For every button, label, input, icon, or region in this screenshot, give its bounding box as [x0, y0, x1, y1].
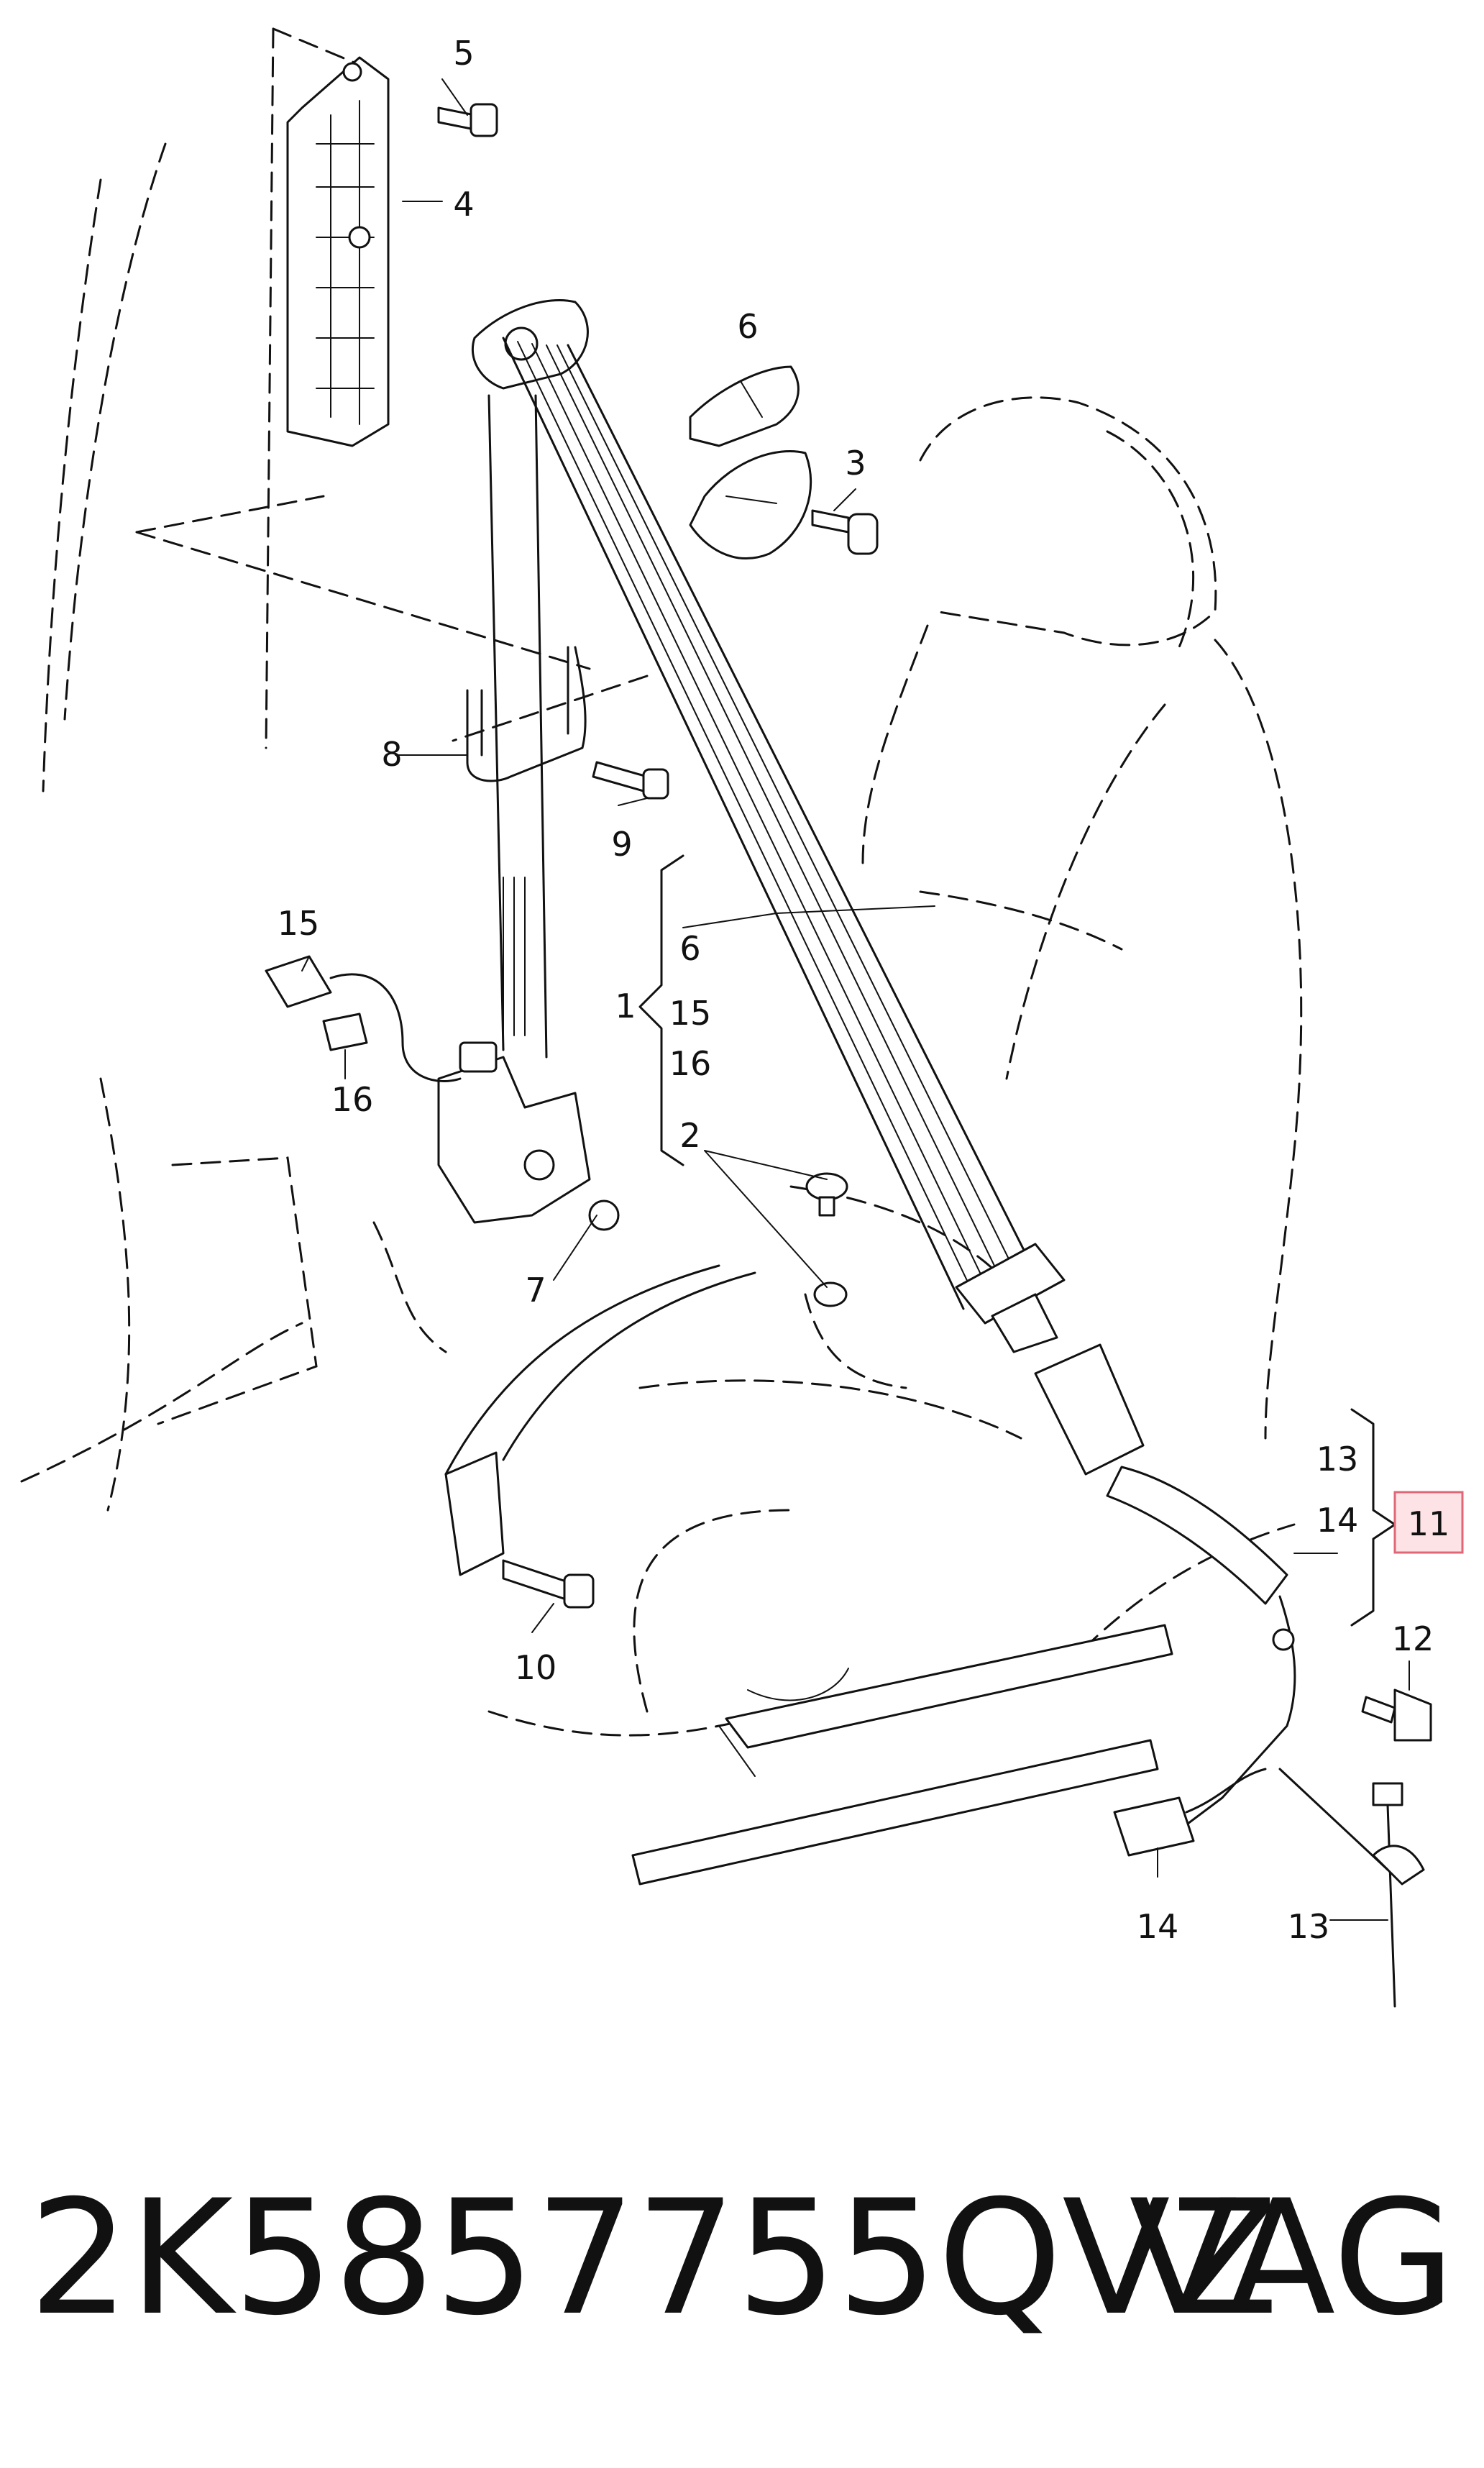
label-7[interactable]: 7	[525, 1271, 546, 1310]
group-brackets	[638, 854, 1396, 1627]
connector-15	[265, 955, 462, 1082]
seat-rail	[631, 1624, 1173, 1886]
bolt-12	[1361, 1688, 1432, 1742]
label-16-top[interactable]: 16	[331, 1080, 374, 1119]
seat-outline	[487, 396, 1303, 1737]
label-12[interactable]: 12	[1392, 1619, 1434, 1658]
label-2[interactable]: 2	[679, 1116, 700, 1155]
height-adjuster	[286, 56, 390, 447]
label-15-top[interactable]: 15	[278, 904, 320, 943]
latch-plate	[955, 1243, 1066, 1353]
belt-webbing	[487, 337, 1037, 1310]
cable-tie-13	[1278, 1768, 1425, 2008]
highlight-box-11	[1393, 1491, 1464, 1554]
deflector-cover-6	[689, 365, 812, 559]
label-13-group[interactable]: 13	[1316, 1440, 1359, 1478]
buckle-11	[1034, 1343, 1296, 1842]
label-10[interactable]: 10	[515, 1648, 557, 1687]
label-14[interactable]: 14	[1137, 1907, 1179, 1946]
label-16-group[interactable]: 16	[669, 1044, 712, 1083]
label-6-group[interactable]: 6	[679, 929, 700, 968]
brand-name: VAG	[1129, 2166, 1455, 2350]
label-13[interactable]: 13	[1288, 1907, 1330, 1946]
bracket-8	[466, 646, 587, 782]
label-6-top[interactable]: 6	[737, 307, 758, 346]
upper-guide	[471, 298, 589, 390]
bolt-5	[437, 103, 498, 137]
label-3[interactable]: 3	[845, 444, 866, 483]
label-1[interactable]: 1	[615, 987, 636, 1025]
label-5[interactable]: 5	[453, 34, 474, 73]
label-14-group[interactable]: 14	[1316, 1501, 1359, 1540]
label-15-group[interactable]: 15	[669, 994, 712, 1033]
retractor	[437, 1041, 620, 1231]
lower-anchor-10	[444, 1264, 756, 1609]
part-number: 2K5857755QVZ	[29, 2166, 1279, 2350]
clip-16	[322, 1013, 368, 1051]
label-8[interactable]: 8	[381, 735, 402, 774]
leader-lines	[301, 78, 1410, 1921]
label-4[interactable]: 4	[453, 185, 474, 224]
label-11[interactable]: 11	[1408, 1504, 1450, 1543]
part-labels: 5 4 6 3 8 9 15 16 7 10 1 6 15 16 2 13 14…	[278, 34, 1464, 1946]
connector-14	[1113, 1768, 1267, 1857]
label-9[interactable]: 9	[611, 825, 632, 864]
body-outline	[20, 27, 649, 1512]
plug-2	[805, 1172, 848, 1307]
pin-3	[811, 509, 879, 555]
screw-9	[592, 761, 669, 800]
